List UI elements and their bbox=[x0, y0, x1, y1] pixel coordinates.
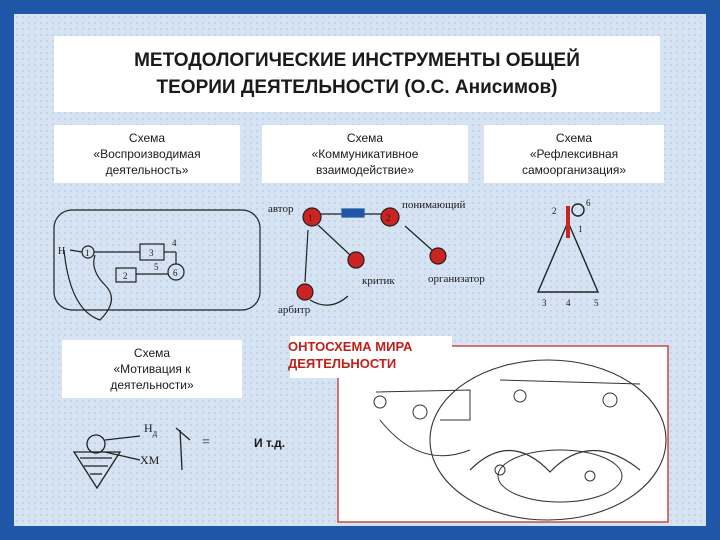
ontoscheme-title: ОНТОСХЕМА МИРА ДЕЯТЕЛЬНОСТИ bbox=[288, 338, 412, 372]
motiv-label-xm: ХМ bbox=[140, 453, 160, 467]
comm-node-organizer bbox=[429, 247, 447, 265]
comm-label-author: автор bbox=[268, 203, 294, 215]
repro-label-6: 6 bbox=[173, 268, 178, 278]
comm-label-understanding: понимающий bbox=[402, 199, 466, 211]
comm-label-n2: 2 bbox=[386, 213, 391, 223]
reflexive-diagram bbox=[536, 203, 600, 293]
motivation-diagram bbox=[72, 427, 191, 490]
scheme-reproducible-line-3: деятельность» bbox=[105, 163, 189, 177]
repro-box-2 bbox=[115, 267, 137, 283]
refl-label-2: 2 bbox=[552, 206, 557, 216]
ontoscheme-path-c bbox=[379, 419, 471, 457]
ontoscheme-title-bg bbox=[290, 336, 452, 378]
comm-message-block bbox=[341, 208, 365, 218]
ontoscheme-diagram bbox=[290, 336, 669, 523]
ontoscheme-outer-ellipse bbox=[429, 359, 667, 521]
comm-edge-understander-organizer bbox=[404, 225, 433, 251]
comm-label-organizer: организатор bbox=[428, 273, 485, 285]
scheme-communicative-line-2: «Коммуникативное bbox=[311, 147, 419, 161]
scheme-motivation-line-3: деятельности» bbox=[110, 378, 194, 392]
refl-label-4: 4 bbox=[566, 298, 571, 308]
communicative-interaction-diagram bbox=[296, 207, 447, 306]
repro-curve bbox=[63, 249, 112, 321]
slide-title: МЕТОДОЛОГИЧЕСКИЕ ИНСТРУМЕНТЫ ОБЩЕЙ ТЕОРИ… bbox=[54, 36, 660, 112]
ontoscheme-path-b bbox=[499, 379, 641, 385]
comm-node-critic bbox=[347, 251, 365, 269]
scheme-reflexive-line-1: Схема bbox=[555, 131, 593, 145]
scheme-motivation-line-2: «Мотивация к bbox=[113, 362, 191, 376]
motiv-tick-top bbox=[175, 427, 191, 441]
motiv-head-circle bbox=[86, 434, 106, 454]
motiv-line-xm bbox=[104, 451, 141, 461]
repro-label-1: 1 bbox=[85, 248, 90, 258]
repro-frame bbox=[53, 209, 261, 311]
scheme-reflexive-line-2: «Рефлексивная bbox=[529, 147, 619, 161]
comm-edge-author-arbiter bbox=[304, 229, 309, 283]
motiv-vertical bbox=[179, 429, 183, 471]
scheme-motivation-label: Схема «Мотивация к деятельности» bbox=[62, 340, 242, 398]
comm-node-arbiter bbox=[296, 283, 314, 301]
repro-label-4: 4 bbox=[172, 238, 177, 248]
motiv-label-h: Нд bbox=[144, 421, 158, 438]
motiv-triangle bbox=[72, 451, 122, 490]
scheme-communicative-line-3: взаимодействие» bbox=[315, 163, 415, 177]
scheme-reproducible-line-2: «Воспроизводимая bbox=[93, 147, 201, 161]
ontoscheme-node-f bbox=[584, 470, 596, 482]
ontoscheme-node-c bbox=[513, 389, 527, 403]
repro-label-h: Н bbox=[58, 246, 65, 257]
ontoscheme-title-line-2: ДЕЯТЕЛЬНОСТИ bbox=[288, 356, 397, 371]
refl-label-3: 3 bbox=[542, 298, 547, 308]
refl-label-5: 5 bbox=[594, 298, 599, 308]
scheme-reproducible-line-1: Схема bbox=[128, 131, 166, 145]
motiv-line-h bbox=[104, 435, 141, 441]
ontoscheme-inner-curve bbox=[469, 449, 641, 473]
title-line-1: МЕТОДОЛОГИЧЕСКИЕ ИНСТРУМЕНТЫ ОБЩЕЙ bbox=[134, 50, 580, 71]
refl-label-6: 6 bbox=[586, 198, 591, 208]
comm-node-understander bbox=[380, 207, 400, 227]
motiv-label-equals: = bbox=[202, 435, 210, 450]
comm-node-author bbox=[302, 207, 322, 227]
repro-label-3: 3 bbox=[149, 248, 154, 258]
scheme-communicative-line-1: Схема bbox=[346, 131, 384, 145]
ontoscheme-node-e bbox=[494, 464, 506, 476]
repro-edge-h bbox=[69, 249, 83, 253]
comm-label-n1: 1 bbox=[308, 213, 313, 223]
comm-label-arbiter: арбитр bbox=[278, 304, 311, 316]
comm-edge-author-critic bbox=[317, 224, 351, 256]
etc-label: И т.д. bbox=[254, 436, 286, 450]
refl-node-6 bbox=[571, 203, 585, 217]
refl-triangle bbox=[536, 220, 600, 293]
scheme-communicative-label: Схема «Коммуникативное взаимодействие» bbox=[262, 125, 468, 183]
ontoscheme-path-a bbox=[375, 389, 471, 421]
scheme-reflexive-label: Схема «Рефлексивная самоорганизация» bbox=[484, 125, 664, 183]
scheme-motivation-line-1: Схема bbox=[133, 346, 171, 360]
refl-label-1: 1 bbox=[578, 224, 583, 234]
ontoscheme-node-d bbox=[602, 392, 618, 408]
reproducible-activity-diagram bbox=[53, 209, 261, 321]
ontoscheme-title-line-1: ОНТОСХЕМА МИРА bbox=[288, 339, 413, 354]
ontoscheme-node-a bbox=[373, 395, 387, 409]
repro-label-2: 2 bbox=[123, 271, 128, 281]
scheme-reproducible-label: Схема «Воспроизводимая деятельность» bbox=[54, 125, 240, 183]
ontoscheme-inner-ellipse bbox=[497, 449, 623, 503]
repro-label-5: 5 bbox=[154, 262, 159, 272]
comm-label-critic: критик bbox=[362, 275, 395, 287]
ontoscheme-node-b bbox=[412, 404, 428, 420]
comm-edge-arbiter-arc bbox=[309, 295, 349, 306]
title-line-2: ТЕОРИИ ДЕЯТЕЛЬНОСТИ (О.С. Анисимов) bbox=[156, 77, 558, 98]
scheme-reflexive-line-3: самоорганизация» bbox=[522, 163, 626, 177]
